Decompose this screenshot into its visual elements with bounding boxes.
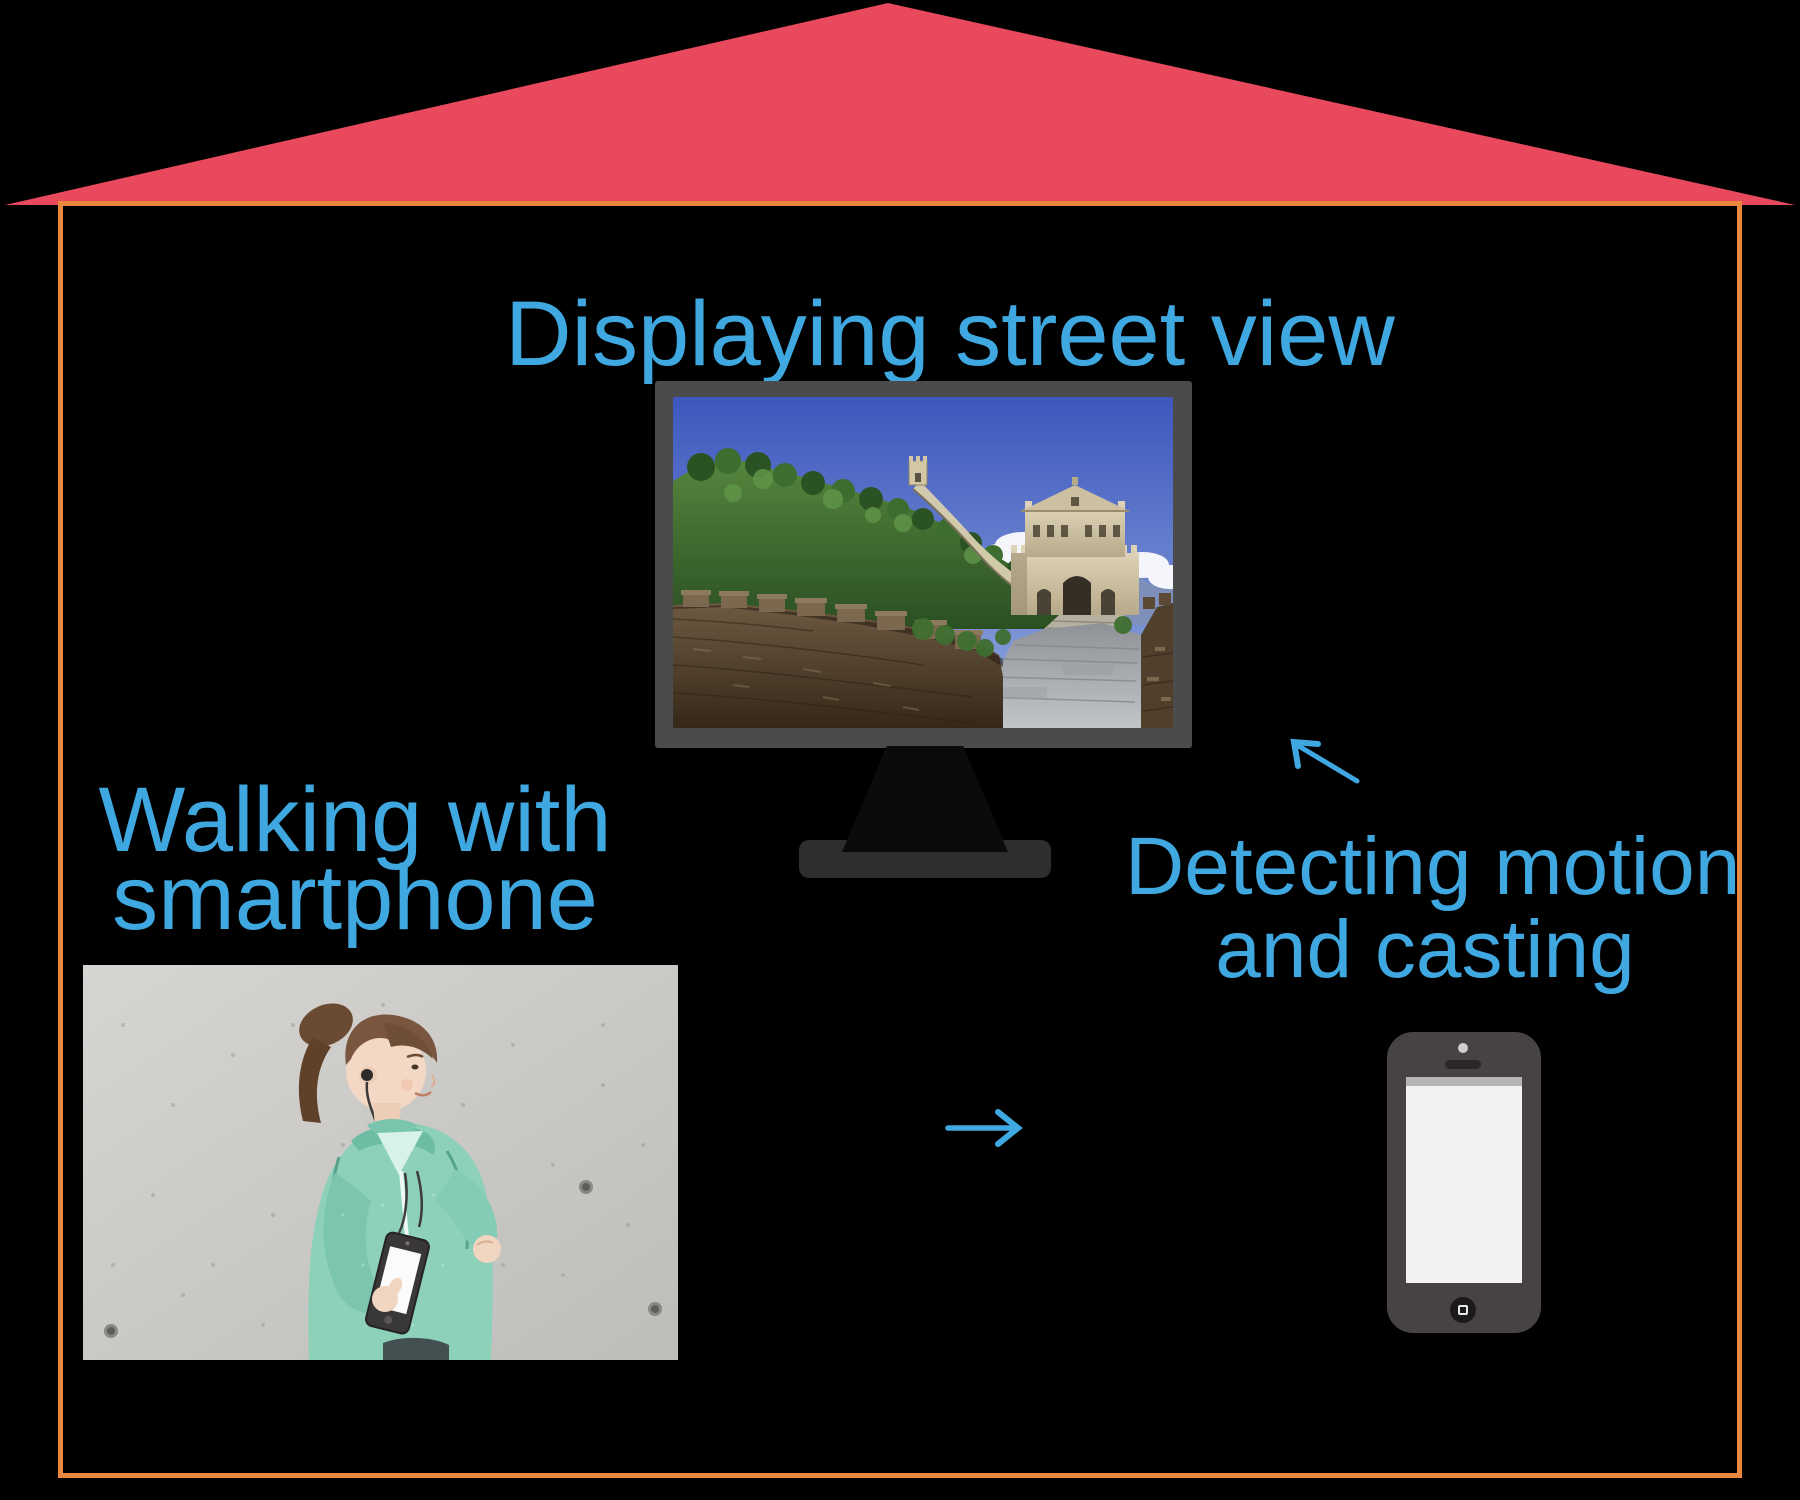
caption-walking-line1: Walking with — [98, 769, 612, 871]
tower-doorway — [1063, 576, 1091, 615]
drawstrings — [397, 1170, 423, 1234]
house-outline — [58, 201, 1742, 1478]
caption-detecting-line1: Detecting motion — [1125, 821, 1741, 912]
caption-walking-line2: smartphone — [112, 847, 598, 949]
phone-screen — [1406, 1077, 1522, 1283]
bushes — [912, 616, 1132, 657]
caption-detecting-line2: and casting — [1215, 904, 1635, 995]
fist — [473, 1235, 501, 1263]
wall-speckles — [111, 1003, 645, 1327]
walking-woman-photo — [83, 965, 678, 1360]
raised-arm — [435, 1169, 498, 1255]
smartphone-icon — [1387, 1032, 1541, 1333]
phone-camera-dot — [1458, 1043, 1468, 1053]
walkway — [971, 623, 1141, 728]
earphone — [361, 1069, 373, 1081]
phone-home-square — [1458, 1305, 1468, 1315]
walking-woman — [298, 1003, 501, 1360]
street-view-image — [673, 397, 1173, 728]
phone-home-button — [1450, 1297, 1476, 1323]
right-wall — [1141, 593, 1173, 728]
phone-status-bar — [1406, 1077, 1522, 1086]
monitor-icon — [655, 381, 1192, 748]
caption-displaying-street-view: Displaying street view — [505, 283, 1395, 385]
lower-arm — [323, 1173, 383, 1313]
great-wall-tower — [1011, 477, 1139, 615]
phone-speaker — [1445, 1060, 1481, 1069]
ponytail — [299, 1003, 353, 1047]
roof-triangle-icon — [5, 3, 1795, 205]
